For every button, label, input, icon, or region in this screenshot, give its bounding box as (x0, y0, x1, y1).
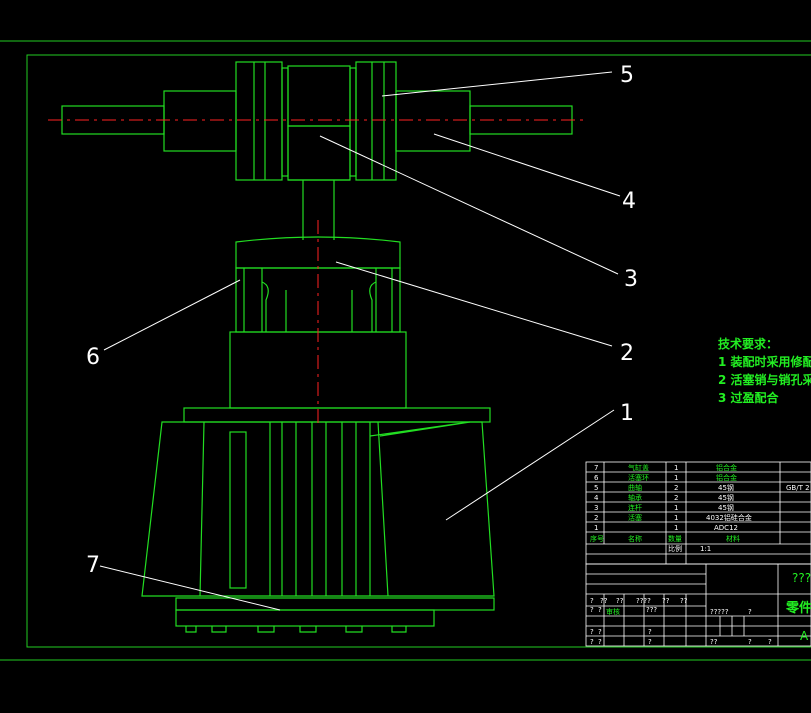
bom-mat-6: 铝合金 (716, 473, 737, 482)
tb-designer-label: 审核 (606, 607, 620, 616)
tb-q-19: ? (748, 638, 752, 646)
bom-qty-1: 1 (674, 524, 678, 532)
callout-1: 1 (620, 401, 634, 426)
technical-notes: 技术要求： 1 装配时采用修配法 2 活塞销与销孔采用 3 过盈配合 (718, 336, 811, 405)
callout-7: 7 (86, 553, 100, 578)
title-suffix: A (800, 629, 809, 643)
callout-4: 4 (622, 189, 636, 214)
bom-std-6: GB/T 2 (786, 484, 810, 492)
bom-no-1: 1 (594, 524, 598, 532)
tb-q-2: ?? (600, 597, 608, 605)
bom-no-3: 3 (594, 504, 598, 512)
tb-q-18: ?? (710, 638, 718, 646)
tb-q-10: ????? (710, 608, 729, 616)
crankshaft-assembly (61, 61, 573, 181)
tb-q-6: ?? (680, 597, 688, 605)
bom-no-6: 6 (594, 474, 599, 482)
center-lines (48, 119, 586, 424)
bom-mat-1: ADC12 (714, 524, 738, 532)
bill-of-materials: 7 气缸盖 1 铝合金 6 活塞环 1 铝合金 GB/T 2 5 曲轴 2 45… (585, 461, 811, 565)
bom-qty-2: 1 (674, 514, 678, 522)
title-block: ??? 零件 A ? ?? ?? ???? ?? ?? ? ? 审核 ??? ?… (585, 563, 811, 647)
tb-q-5: ?? (662, 597, 670, 605)
notes-title: 技术要求： (718, 336, 778, 351)
bom-no-7: 7 (594, 464, 598, 472)
bom-name-2: 活塞 (628, 513, 642, 522)
bom-name-4: 轴承 (628, 493, 642, 502)
tb-q-3: ?? (616, 597, 624, 605)
bom-header-qty: 数量 (668, 534, 682, 543)
bom-name-6: 活塞环 (628, 473, 649, 482)
cylinder-body (141, 331, 495, 597)
notes-item-2: 2 活塞销与销孔采用 (718, 372, 811, 387)
bom-name-7: 气缸盖 (628, 463, 649, 472)
connecting-rod (288, 179, 350, 240)
tb-q-12: ? (590, 628, 594, 636)
bom-scale-value: 1:1 (700, 545, 711, 553)
notes-item-1: 1 装配时采用修配法 (718, 354, 811, 369)
bom-no-4: 4 (594, 494, 599, 502)
tb-q-4: ???? (636, 597, 651, 605)
bom-qty-4: 2 (674, 494, 678, 502)
bom-scale-label: 比例 (668, 544, 682, 553)
callout-labels: 5 4 3 2 6 1 7 (86, 63, 638, 578)
tb-q-15: ? (590, 638, 594, 646)
bom-mat-4: 45钢 (718, 493, 734, 502)
bom-name-5: 曲轴 (628, 483, 642, 492)
tb-q-9: ??? (646, 606, 657, 614)
tb-q-11: ? (748, 608, 752, 616)
bom-no-5: 5 (594, 484, 598, 492)
callout-5: 5 (620, 63, 634, 88)
tb-q-16: ? (598, 638, 602, 646)
bom-header-no: 序号 (590, 534, 604, 543)
bom-qty-5: 2 (674, 484, 678, 492)
bom-no-2: 2 (594, 514, 598, 522)
title-unknown: ??? (792, 571, 811, 585)
bom-header-name: 名称 (628, 534, 642, 543)
tb-q-1: ? (590, 597, 594, 605)
bom-header-material: 材料 (726, 534, 740, 543)
leader-lines (99, 71, 621, 611)
bom-mat-5: 45钢 (718, 483, 734, 492)
tb-q-14: ? (648, 628, 652, 636)
callout-2: 2 (620, 341, 634, 366)
tb-q-13: ? (598, 628, 602, 636)
title-part-label: 零件 (785, 600, 811, 616)
bom-name-3: 连杆 (628, 503, 642, 512)
tb-q-20: ? (768, 638, 772, 646)
sheet-frame (0, 40, 811, 661)
cylinder-base (175, 597, 495, 633)
callout-6: 6 (86, 345, 100, 370)
callout-3: 3 (624, 267, 638, 292)
bom-qty-3: 1 (674, 504, 678, 512)
bom-mat-2: 4032铝硅合金 (706, 513, 752, 522)
bom-mat-7: 铝合金 (716, 463, 737, 472)
tb-q-8: ? (598, 606, 602, 614)
bom-qty-7: 1 (674, 464, 678, 472)
bom-mat-3: 45钢 (718, 503, 734, 512)
bom-qty-6: 1 (674, 474, 678, 482)
tb-q-7: ? (590, 606, 594, 614)
tb-q-17: ? (648, 638, 652, 646)
notes-item-3: 3 过盈配合 (718, 390, 780, 405)
